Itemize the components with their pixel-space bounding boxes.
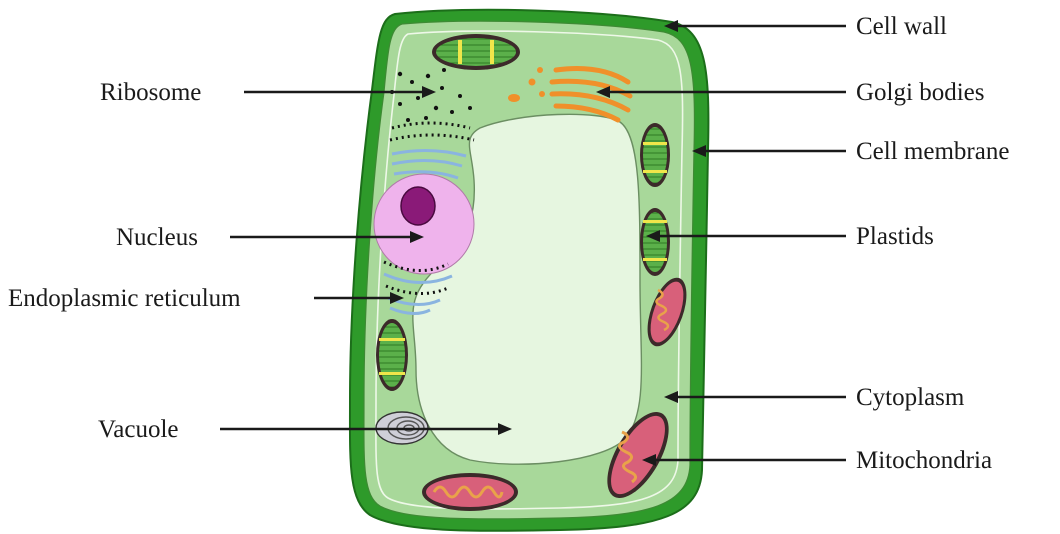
label-plastids: Plastids — [856, 223, 934, 250]
label-cell-wall: Cell wall — [856, 13, 947, 40]
plastid-left — [376, 319, 408, 391]
plastid-right-2 — [640, 208, 670, 276]
label-cytoplasm: Cytoplasm — [856, 384, 965, 411]
label-golgi-bodies: Golgi bodies — [856, 79, 984, 106]
label-mitochondria: Mitochondria — [856, 447, 992, 474]
label-vacuole: Vacuole — [98, 416, 179, 443]
label-ribosome: Ribosome — [100, 79, 201, 106]
arrow-cell-membrane — [692, 145, 846, 157]
nucleolus-shape — [401, 187, 435, 225]
label-cell-membrane: Cell membrane — [856, 138, 1009, 165]
mitochondrion-bottom — [422, 473, 518, 511]
plastid-right-1 — [640, 123, 670, 187]
label-nucleus: Nucleus — [116, 224, 198, 251]
arrow-cell-wall — [664, 20, 846, 32]
label-endoplasmic-reticulum: Endoplasmic reticulum — [8, 285, 241, 312]
plastid-top — [432, 34, 520, 70]
